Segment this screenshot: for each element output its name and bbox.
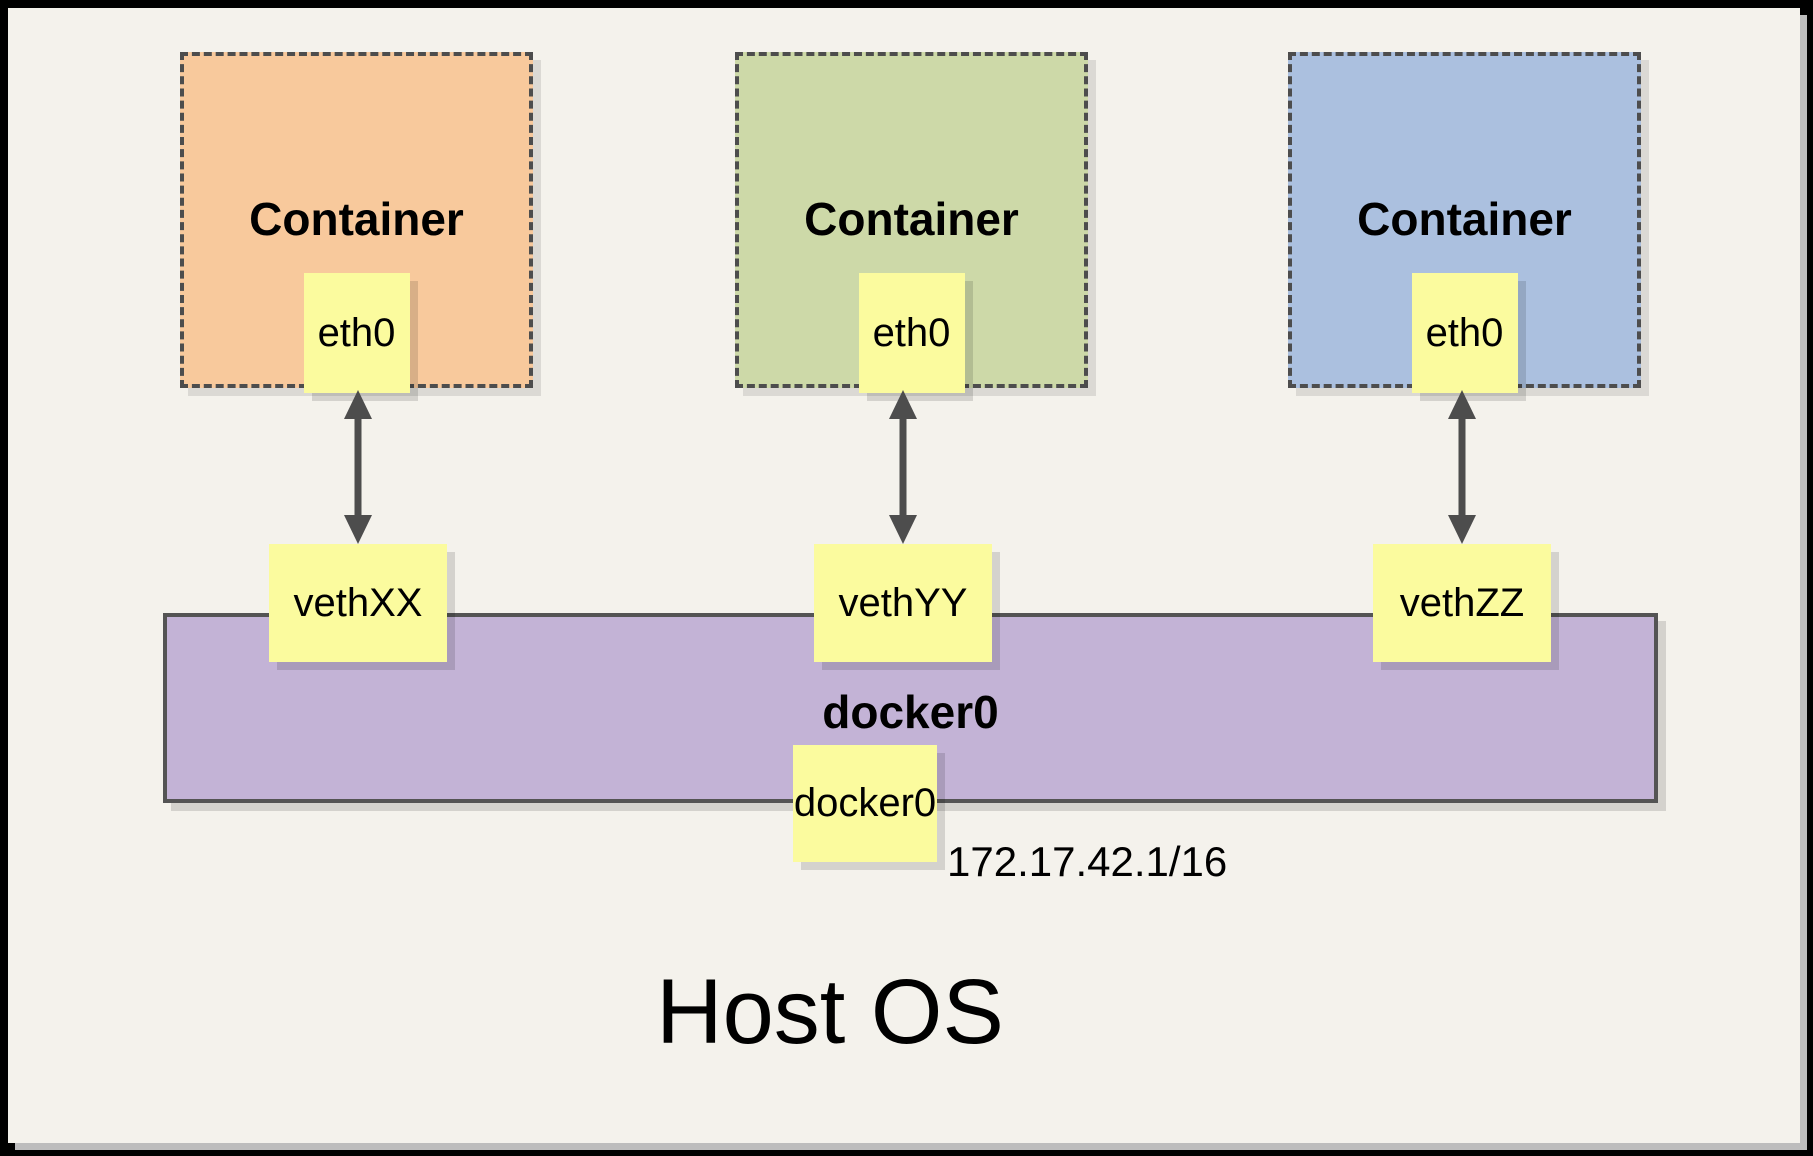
- eth0-label: eth0: [1425, 310, 1504, 355]
- docker0-interface-label: docker0: [793, 781, 937, 825]
- container-box-1: Container eth0: [180, 52, 533, 393]
- docker0-bridge-label: docker0: [822, 686, 999, 738]
- container-label: Container: [1357, 193, 1572, 245]
- veth-box: vethYY: [814, 544, 992, 662]
- veth-box: vethXX: [269, 544, 447, 662]
- eth0-label: eth0: [317, 310, 396, 355]
- container-label: Container: [804, 193, 1019, 245]
- host-os-label: Host OS: [656, 961, 1004, 1063]
- eth0-box: eth0: [858, 273, 965, 393]
- container-box-2: Container eth0: [735, 52, 1088, 393]
- veth-label: vethXX: [293, 580, 423, 625]
- veth-label: vethYY: [838, 580, 968, 625]
- host-page: Container eth0 vethXX Container eth0 vet…: [8, 8, 1800, 1143]
- veth-label: vethZZ: [1399, 580, 1525, 625]
- docker0-interface-box: docker0: [793, 745, 937, 862]
- container-label: Container: [249, 193, 464, 245]
- container-box-3: Container eth0: [1288, 52, 1641, 393]
- double-arrow-icon: [1444, 390, 1480, 544]
- eth0-box: eth0: [303, 273, 410, 393]
- double-arrow-icon: [885, 390, 921, 544]
- veth-box: vethZZ: [1373, 544, 1551, 662]
- eth0-box: eth0: [1411, 273, 1518, 393]
- ip-address-label: 172.17.42.1/16: [947, 838, 1228, 885]
- eth0-label: eth0: [872, 310, 951, 355]
- double-arrow-icon: [340, 390, 376, 544]
